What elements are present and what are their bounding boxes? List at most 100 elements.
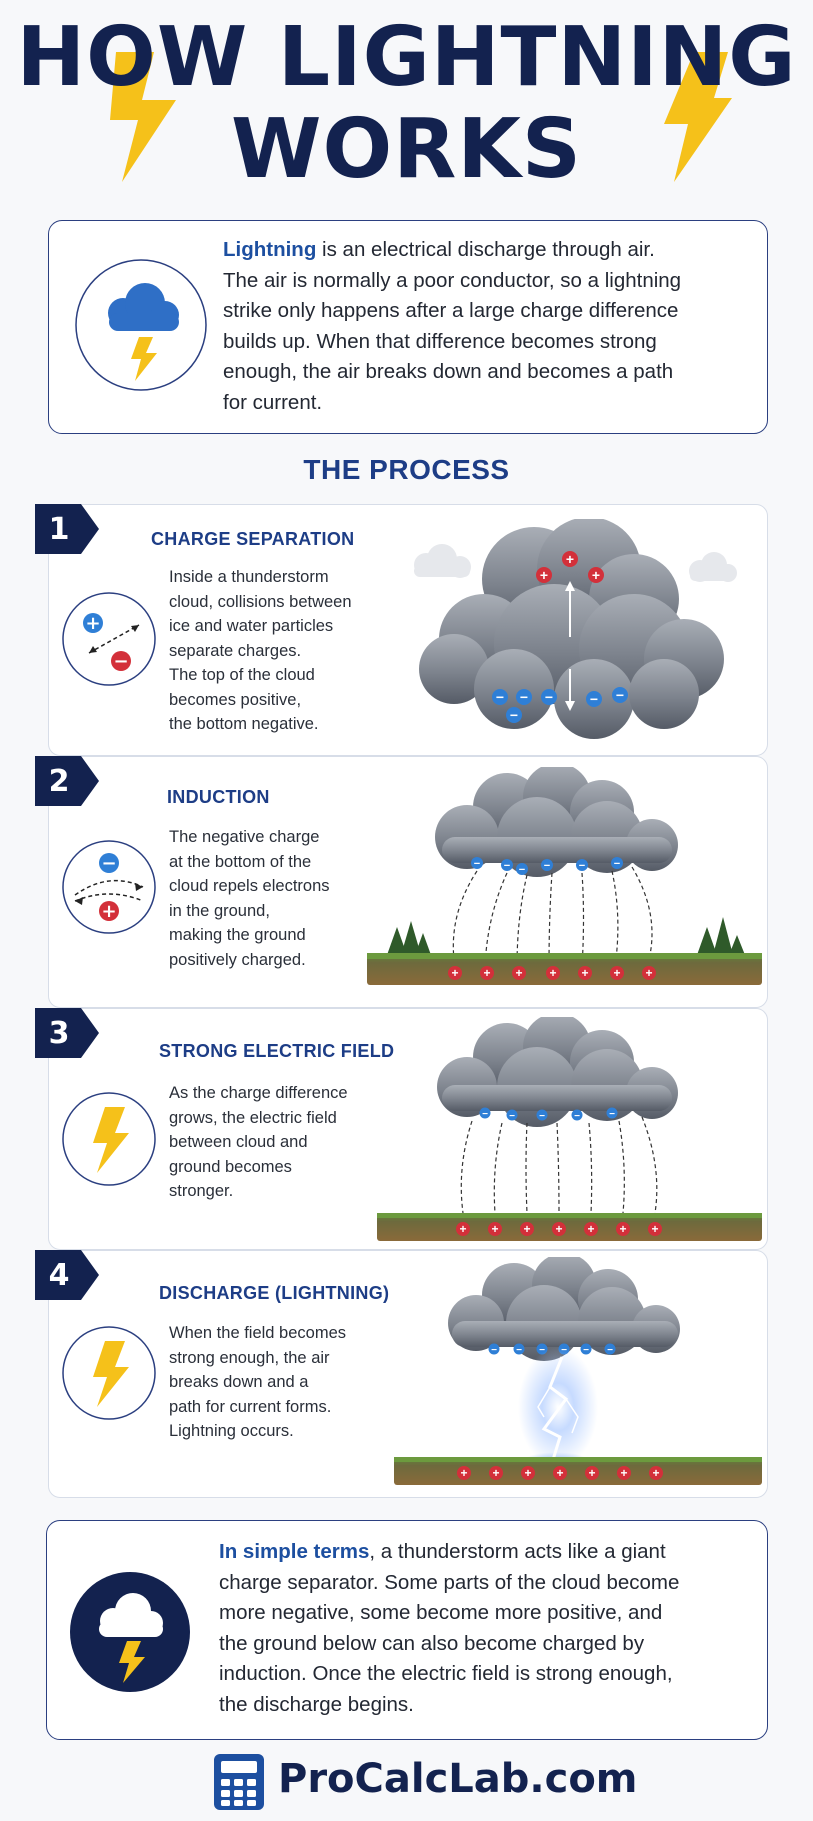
intro-line: for current. (223, 390, 323, 414)
step-line: ice and water particles (169, 617, 334, 635)
positive-charge-markers: + + + (536, 551, 604, 583)
summary-line: more negative, some become more positive… (219, 1601, 663, 1624)
induction-illustration: − − − − − − + + + + + + + (367, 767, 762, 985)
step-line: cloud repels electrons (169, 877, 330, 895)
step-card-1: 1 CHARGE SEPARATION + − Inside a thunder… (35, 504, 768, 756)
intro-line: builds up. When that difference becomes … (223, 329, 657, 353)
title-line-2: WORKS (231, 102, 582, 197)
step-number-badge: 4 (35, 1250, 99, 1300)
step-number: 1 (49, 512, 70, 547)
intro-text: Lightning is an electrical discharge thr… (223, 235, 753, 418)
cloud-negative-charges: − − − − − − (471, 857, 623, 876)
lightning-bolt-icon (664, 52, 732, 182)
svg-text:−: − (616, 687, 624, 703)
svg-text:+: + (85, 613, 100, 634)
svg-text:+: + (619, 1222, 626, 1236)
svg-text:−: − (614, 858, 620, 870)
svg-text:+: + (549, 966, 556, 980)
svg-text:−: − (496, 689, 504, 705)
title-line-1: HOW LIGHTNING (16, 10, 797, 105)
svg-text:−: − (609, 1109, 615, 1120)
svg-text:−: − (113, 651, 128, 672)
svg-text:+: + (651, 1222, 658, 1236)
svg-text:−: − (510, 707, 518, 723)
step-line: positively charged. (169, 950, 306, 969)
svg-text:+: + (491, 1222, 498, 1236)
svg-text:−: − (474, 858, 480, 870)
brand-name: ProCalcLab.com (278, 1756, 638, 1802)
storm-cloud-icon (70, 1572, 190, 1692)
svg-text:−: − (539, 1111, 545, 1122)
electric-field-illustration: − − − − − + + + + + + + (377, 1017, 762, 1241)
induction-icon: − + (62, 840, 156, 934)
ground-positive-charges: + + + + + + + (448, 966, 656, 980)
step-description: Inside a thunderstorm cloud, collisions … (169, 565, 389, 737)
cloud-negative-charges: − − − − − (479, 1107, 618, 1122)
summary-line: induction. Once the electric field is st… (219, 1662, 673, 1685)
step-line: Inside a thunderstorm (169, 568, 329, 586)
intro-line: enough, the air breaks down and becomes … (223, 360, 674, 383)
step-line: the bottom negative. (169, 715, 319, 733)
svg-text:+: + (581, 966, 588, 980)
step-heading: INDUCTION (167, 787, 270, 807)
step-card-4: 4 DISCHARGE (LIGHTNING) When the field b… (35, 1250, 768, 1498)
step-number: 4 (49, 1258, 70, 1293)
summary-line: , a thunderstorm acts like a giant (369, 1540, 666, 1563)
summary-card: In simple terms, a thunderstorm acts lik… (46, 1520, 768, 1740)
intro-line: is an electrical discharge through air. (316, 238, 655, 261)
svg-text:+: + (613, 966, 620, 980)
svg-text:−: − (545, 689, 553, 705)
svg-text:−: − (520, 689, 528, 705)
step-description: As the charge difference grows, the elec… (169, 1081, 389, 1204)
step-description: The negative charge at the bottom of the… (169, 825, 389, 972)
footer: ProCalcLab.com (0, 1752, 813, 1812)
step-line: When the field becomes (169, 1324, 347, 1342)
intro-card: Lightning is an electrical discharge thr… (48, 220, 768, 434)
step-heading: STRONG ELECTRIC FIELD (159, 1041, 395, 1061)
step-description: When the field becomes strong enough, th… (169, 1321, 389, 1444)
field-lines (460, 1116, 658, 1214)
step-line: breaks down and a (169, 1373, 309, 1391)
page-title: HOW LIGHTNING WORKS (0, 12, 813, 196)
step-number-badge: 3 (35, 1008, 99, 1058)
field-lines (452, 866, 653, 968)
step-heading: DISCHARGE (LIGHTNING) (159, 1283, 390, 1303)
svg-text:+: + (556, 1466, 563, 1480)
step-line: becomes positive, (169, 690, 302, 709)
intro-lead: Lightning (223, 238, 317, 261)
step-line: path for current forms. (169, 1397, 332, 1416)
svg-text:+: + (566, 551, 574, 567)
step-number-badge: 1 (35, 504, 99, 554)
svg-text:+: + (587, 1222, 594, 1236)
svg-text:−: − (539, 1345, 545, 1356)
svg-text:+: + (515, 966, 522, 980)
step-number: 2 (49, 764, 70, 799)
svg-text:+: + (592, 567, 600, 583)
svg-text:−: − (607, 1345, 613, 1356)
intro-line: strike only happens after a large charge… (223, 299, 679, 322)
svg-text:−: − (504, 860, 510, 872)
svg-text:+: + (588, 1466, 595, 1480)
step-line: ground becomes (169, 1157, 292, 1176)
svg-text:+: + (620, 1466, 627, 1480)
svg-text:−: − (482, 1109, 488, 1120)
step-line: strong enough, the air (169, 1348, 330, 1367)
step-line: Lightning occurs. (169, 1422, 294, 1440)
svg-text:+: + (523, 1222, 530, 1236)
svg-text:−: − (579, 860, 585, 872)
step-line: separate charges. (169, 641, 302, 660)
step-line: in the ground, (169, 901, 270, 920)
process-title: THE PROCESS (303, 454, 510, 485)
step-line: As the charge difference (169, 1084, 348, 1102)
lightning-discharge-illustration: − − − − − − + + + + + + + (394, 1257, 762, 1485)
svg-text:+: + (492, 1466, 499, 1480)
svg-text:−: − (101, 853, 116, 874)
svg-text:+: + (555, 1222, 562, 1236)
intro-line: The air is normally a poor conductor, so… (223, 268, 682, 292)
summary-line: charge separator. Some parts of the clou… (219, 1570, 680, 1594)
charge-separation-cloud-illustration: + + + − − − − − − (414, 519, 737, 739)
step-number-badge: 2 (35, 756, 99, 806)
svg-text:−: − (583, 1345, 589, 1356)
step-line: The top of the cloud (169, 666, 315, 684)
storm-cloud-icon (75, 259, 207, 391)
